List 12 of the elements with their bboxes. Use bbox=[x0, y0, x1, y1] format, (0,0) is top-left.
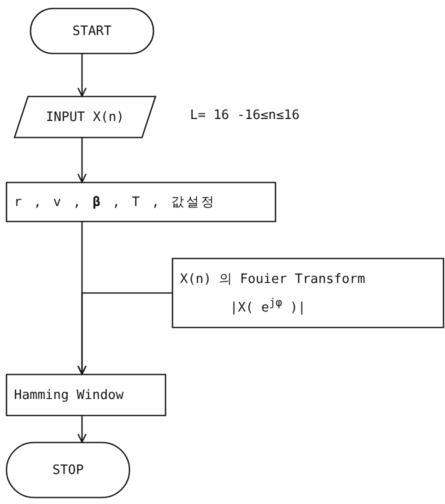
node-label: START bbox=[72, 24, 112, 38]
node-label: Hamming Window bbox=[14, 388, 124, 402]
node-label: INPUT X(n) bbox=[46, 110, 124, 124]
node-label: STOP bbox=[52, 462, 84, 478]
formula-text: |X( e$^{jφ}$ )| bbox=[230, 296, 306, 316]
range-note: L= 16 -16≤n≤16 bbox=[190, 108, 300, 123]
arrow bbox=[77, 292, 172, 375]
arrow bbox=[77, 416, 87, 443]
node-label: X(n) 의 Fouier Transform bbox=[180, 271, 366, 288]
arrow bbox=[77, 138, 87, 183]
node-label: r , v , β , T , 값설정 bbox=[14, 194, 216, 211]
arrow bbox=[77, 54, 87, 97]
